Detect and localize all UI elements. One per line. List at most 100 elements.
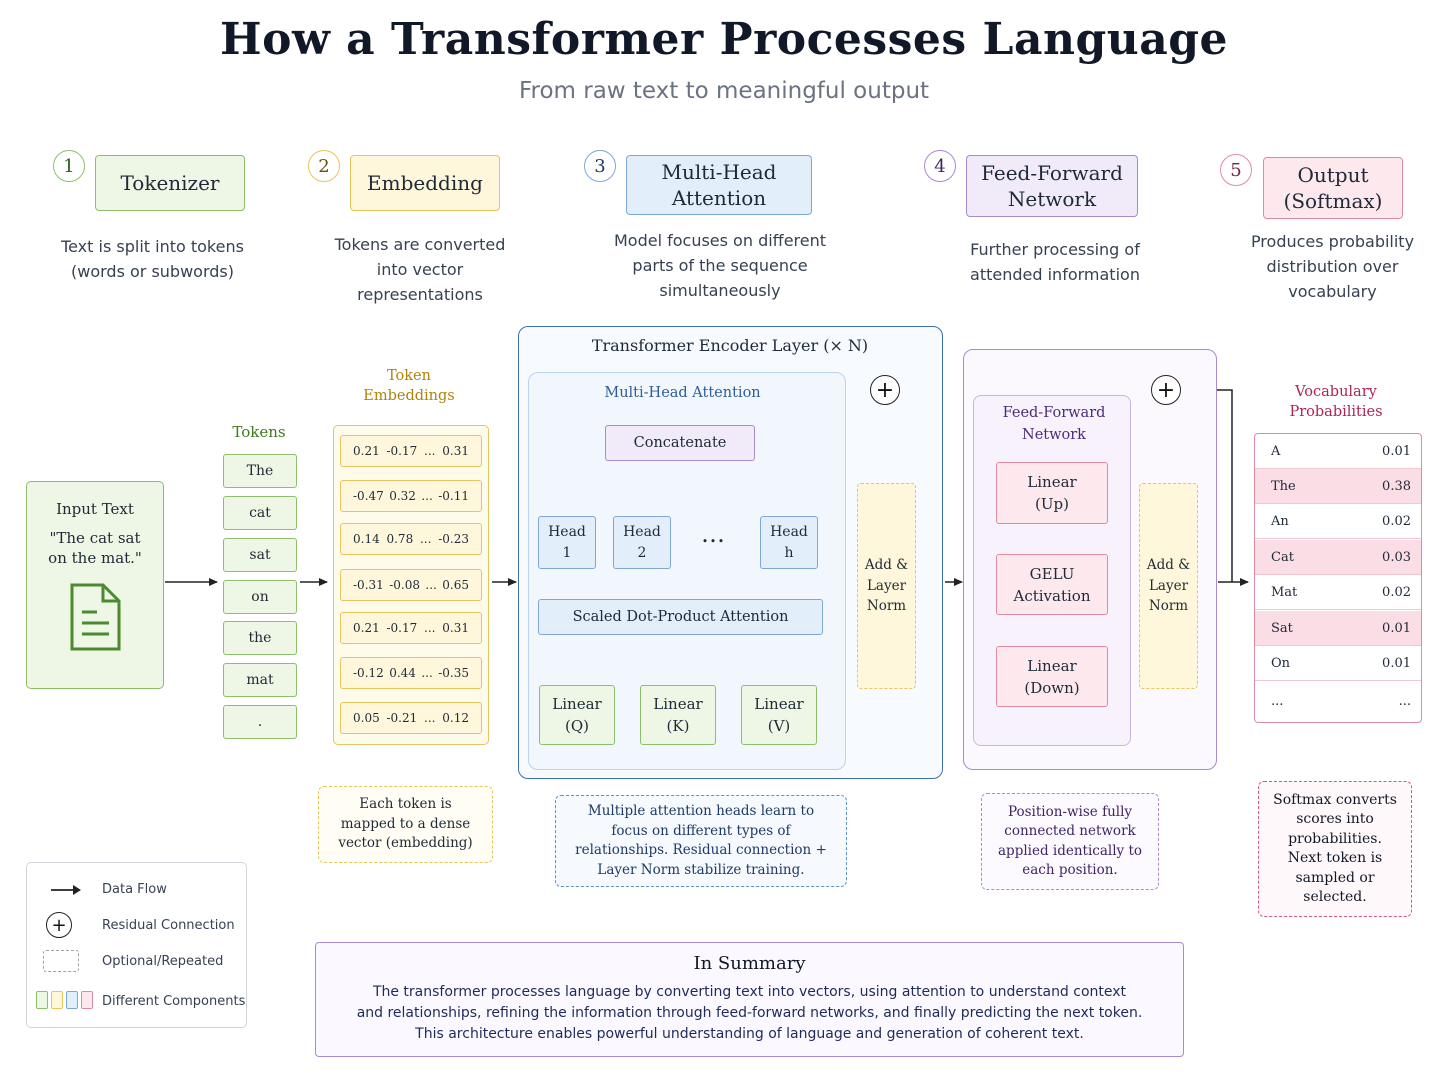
stage-label-line: Feed-Forward	[981, 161, 1123, 185]
step-number-2: 2	[308, 150, 340, 182]
desc-line: Produces probability	[1250, 232, 1415, 251]
summary-line: and relationships, refining the informat…	[356, 1005, 1143, 1021]
input-sentence: "The cat sat on the mat."	[48, 529, 142, 567]
embedding-row: 0.21-0.17...0.31	[340, 612, 482, 644]
attention-note: Multiple attention heads learn to focus …	[555, 795, 847, 887]
legend-label: Different Components	[102, 994, 246, 1009]
desc-line: simultaneously	[659, 281, 781, 300]
arrow-icon	[51, 885, 81, 895]
stage-attention-desc: Model focuses on different parts of the …	[595, 228, 845, 303]
desc-line: Model focuses on different	[613, 231, 827, 250]
stage-label-line: Attention	[671, 186, 767, 210]
step-number-1: 1	[53, 150, 85, 182]
desc-line: representations	[357, 285, 483, 304]
summary-line: The transformer processes language by co…	[372, 984, 1127, 1000]
scaled-dot-product-attention: Scaled Dot-Product Attention	[538, 599, 823, 635]
desc-line: distribution over	[1266, 257, 1399, 276]
token-chip: on	[223, 580, 297, 614]
desc-line: Tokens are converted	[334, 235, 506, 254]
desc-line: into vector	[376, 260, 464, 279]
page-subtitle: From raw text to meaningful output	[518, 78, 930, 104]
stage-label-line: Network	[1007, 187, 1097, 211]
stage-feed-forward: Feed-Forward Network	[966, 155, 1138, 217]
document-icon	[70, 583, 121, 651]
desc-line: parts of the sequence	[632, 256, 808, 275]
stage-tokenizer-desc: Text is split into tokens (words or subw…	[40, 234, 265, 284]
summary-body: The transformer processes language by co…	[357, 982, 1143, 1045]
legend-label: Data Flow	[102, 882, 167, 897]
desc-line: attended information	[970, 265, 1140, 284]
plus-circle-icon: +	[46, 912, 72, 938]
stage-label-line: Output	[1297, 163, 1369, 187]
token-chip: mat	[223, 663, 297, 697]
linear-k-block: Linear(K)	[640, 685, 716, 745]
residual-plus-icon: +	[870, 375, 900, 405]
desc-line: (words or subwords)	[71, 262, 234, 281]
stage-multi-head-attention: Multi-Head Attention	[626, 155, 812, 215]
token-chip: .	[223, 705, 297, 739]
legend-label: Optional/Repeated	[102, 954, 224, 969]
embedding-row: -0.31-0.08...0.65	[340, 569, 482, 601]
step-number-5: 5	[1220, 154, 1252, 186]
desc-line: Text is split into tokens	[61, 237, 244, 256]
softmax-note: Softmax converts scores into probabiliti…	[1258, 781, 1412, 917]
dashed-box-icon	[43, 950, 79, 972]
concatenate-block: Concatenate	[605, 425, 755, 461]
input-text-box: Input Text "The cat sat on the mat."	[26, 481, 164, 689]
stage-tokenizer: Tokenizer	[95, 155, 245, 211]
vocab-row: ......	[1271, 694, 1411, 709]
embeddings-title: Token Embeddings	[363, 368, 455, 404]
stage-output-desc: Produces probability distribution over v…	[1225, 229, 1440, 304]
stage-label-line: (Softmax)	[1283, 189, 1383, 213]
ffn-note: Position-wise fully connected network ap…	[981, 793, 1159, 890]
step-number-4: 4	[924, 150, 956, 182]
step-number-3: 3	[584, 150, 616, 182]
linear-q-block: Linear(Q)	[539, 685, 615, 745]
linear-v-block: Linear(V)	[741, 685, 817, 745]
linear-up-block: Linear(Up)	[996, 462, 1108, 524]
token-chip: sat	[223, 538, 297, 572]
stage-label-line: Multi-Head	[661, 160, 777, 184]
stage-output: Output (Softmax)	[1263, 157, 1403, 219]
summary-line: This architecture enables powerful under…	[415, 1026, 1084, 1042]
embedding-row: 0.21-0.17...0.31	[340, 435, 482, 467]
summary-box: In Summary The transformer processes lan…	[315, 942, 1184, 1057]
token-chip: the	[223, 621, 297, 655]
desc-line: vocabulary	[1288, 282, 1377, 301]
encoder-title: Transformer Encoder Layer (× N)	[591, 336, 869, 355]
residual-plus-icon: +	[1151, 375, 1181, 405]
input-label: Input Text	[56, 500, 134, 518]
stage-ffn-desc: Further processing of attended informati…	[940, 237, 1170, 287]
embedding-row: 0.05-0.21...0.12	[340, 702, 482, 734]
token-chip: The	[223, 454, 297, 488]
legend-label: Residual Connection	[102, 918, 235, 933]
desc-line: Further processing of	[970, 240, 1140, 259]
stage-embedding: Embedding	[350, 155, 500, 211]
token-chip: cat	[223, 496, 297, 530]
color-swatches-icon	[36, 991, 93, 1009]
summary-title: In Summary	[693, 953, 806, 974]
heads-ellipsis: …	[701, 520, 725, 548]
tokens-title: Tokens	[232, 423, 286, 441]
page-title: How a Transformer Processes Language	[220, 14, 1228, 65]
stage-embedding-desc: Tokens are converted into vector represe…	[305, 232, 535, 307]
embedding-note: Each token is mapped to a dense vector (…	[318, 786, 493, 863]
linear-down-block: Linear(Down)	[996, 646, 1108, 707]
